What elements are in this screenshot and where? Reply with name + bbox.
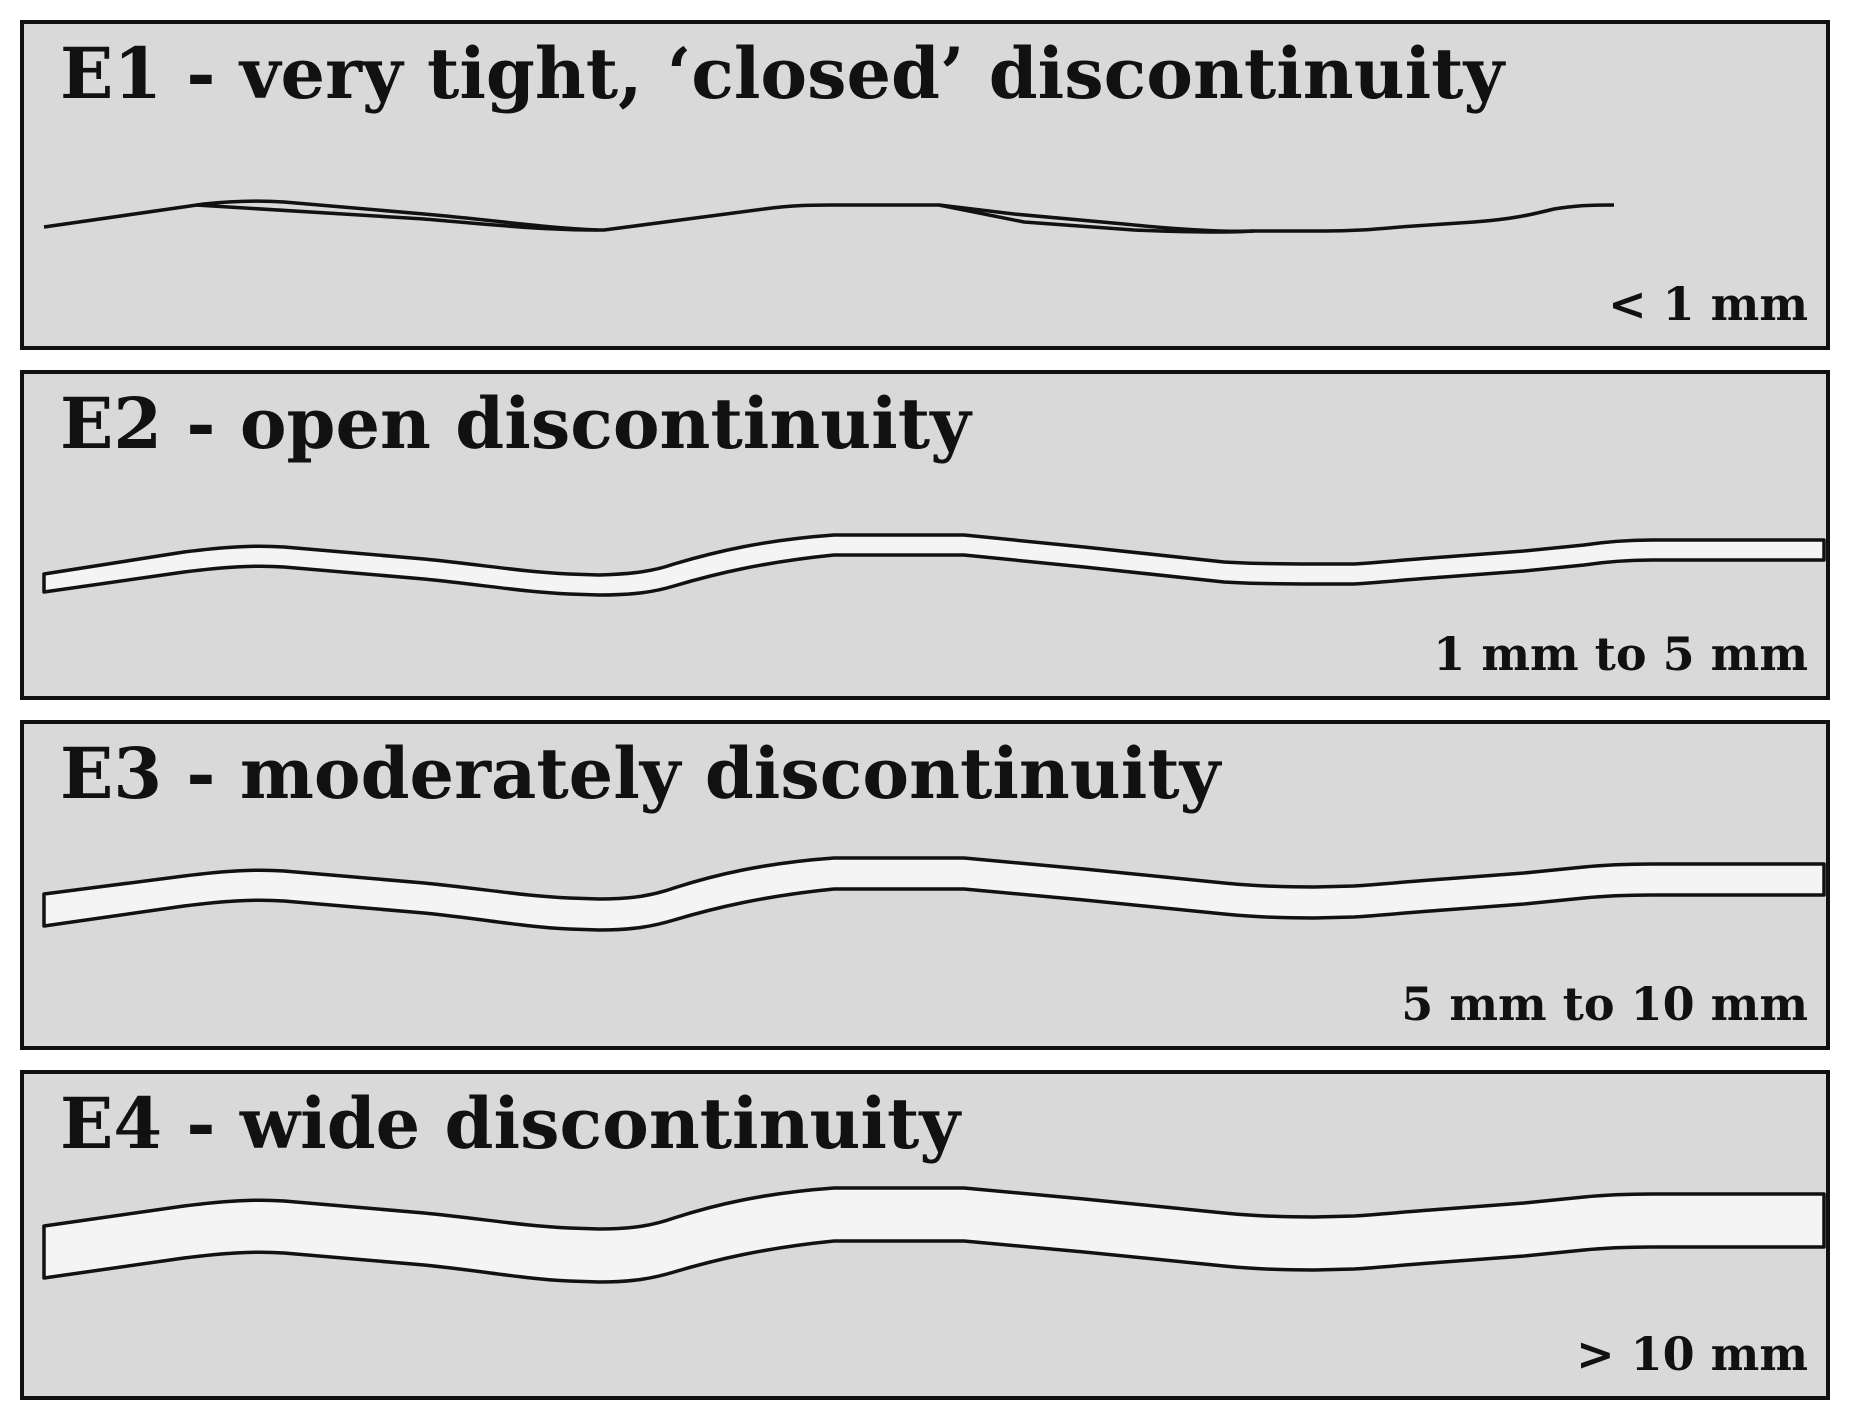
aperture-label: 5 mm to 10 mm (1401, 977, 1808, 1031)
panel-title: E3 - moderately discontinuity (60, 732, 1221, 815)
panel-title: E1 - very tight, ‘closed’ discontinuity (60, 32, 1505, 115)
aperture-label: < 1 mm (1608, 277, 1808, 331)
aperture-label: > 10 mm (1576, 1327, 1808, 1381)
panel-title: E4 - wide discontinuity (60, 1082, 961, 1165)
fracture-e3-moderately (42, 856, 1826, 932)
fracture-e2-open (42, 533, 1826, 597)
panel-e2: E2 - open discontinuity 1 mm to 5 mm (20, 370, 1830, 700)
panel-e3: E3 - moderately discontinuity 5 mm to 10… (20, 720, 1830, 1050)
fracture-e1-closed (43, 199, 1615, 234)
panel-e1: E1 - very tight, ‘closed’ discontinuity … (20, 20, 1830, 350)
aperture-label: 1 mm to 5 mm (1433, 627, 1808, 681)
panel-title: E2 - open discontinuity (60, 382, 971, 465)
fracture-e4-wide (42, 1186, 1826, 1284)
panel-e4: E4 - wide discontinuity > 10 mm (20, 1070, 1830, 1400)
